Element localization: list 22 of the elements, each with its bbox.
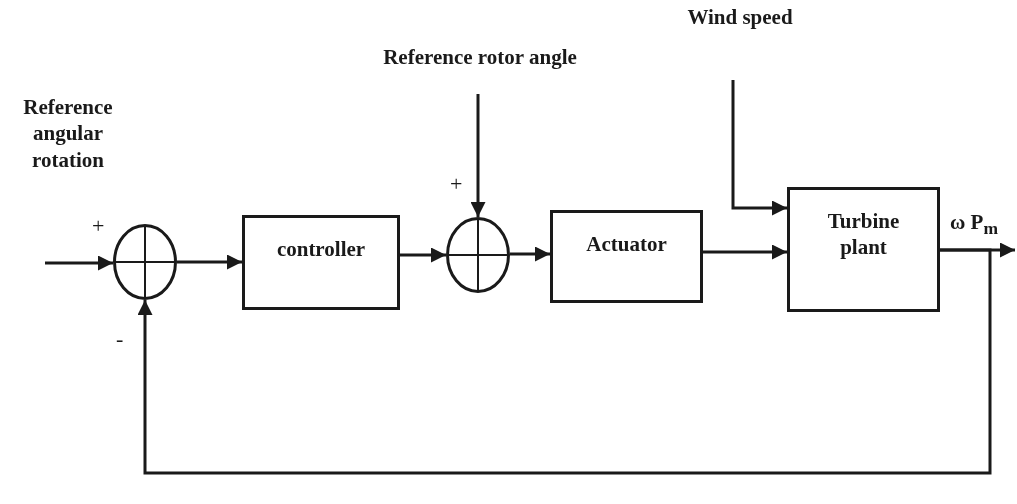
block-label: Turbine plant — [826, 208, 901, 261]
arrow — [703, 244, 787, 260]
sign-label: - — [116, 325, 124, 353]
sign-label: + — [450, 170, 463, 198]
arrow — [731, 80, 787, 216]
summing-junction — [446, 217, 510, 293]
arrow — [470, 94, 486, 217]
block-box — [787, 187, 940, 312]
input-label: Reference angular rotation — [22, 94, 114, 173]
block-label: Actuator — [586, 231, 667, 258]
signal-label: Reference rotor angle — [365, 40, 595, 74]
summing-junction — [113, 224, 177, 300]
arrow — [45, 255, 113, 271]
block-box — [242, 215, 400, 310]
block-box — [550, 210, 703, 303]
arrow — [177, 254, 242, 270]
signal-label: Wind speed — [650, 0, 830, 34]
arrow — [137, 248, 992, 475]
arrow — [400, 247, 446, 263]
sign-label: + — [92, 212, 105, 240]
arrow — [510, 246, 550, 262]
block-label: controller — [276, 236, 366, 263]
